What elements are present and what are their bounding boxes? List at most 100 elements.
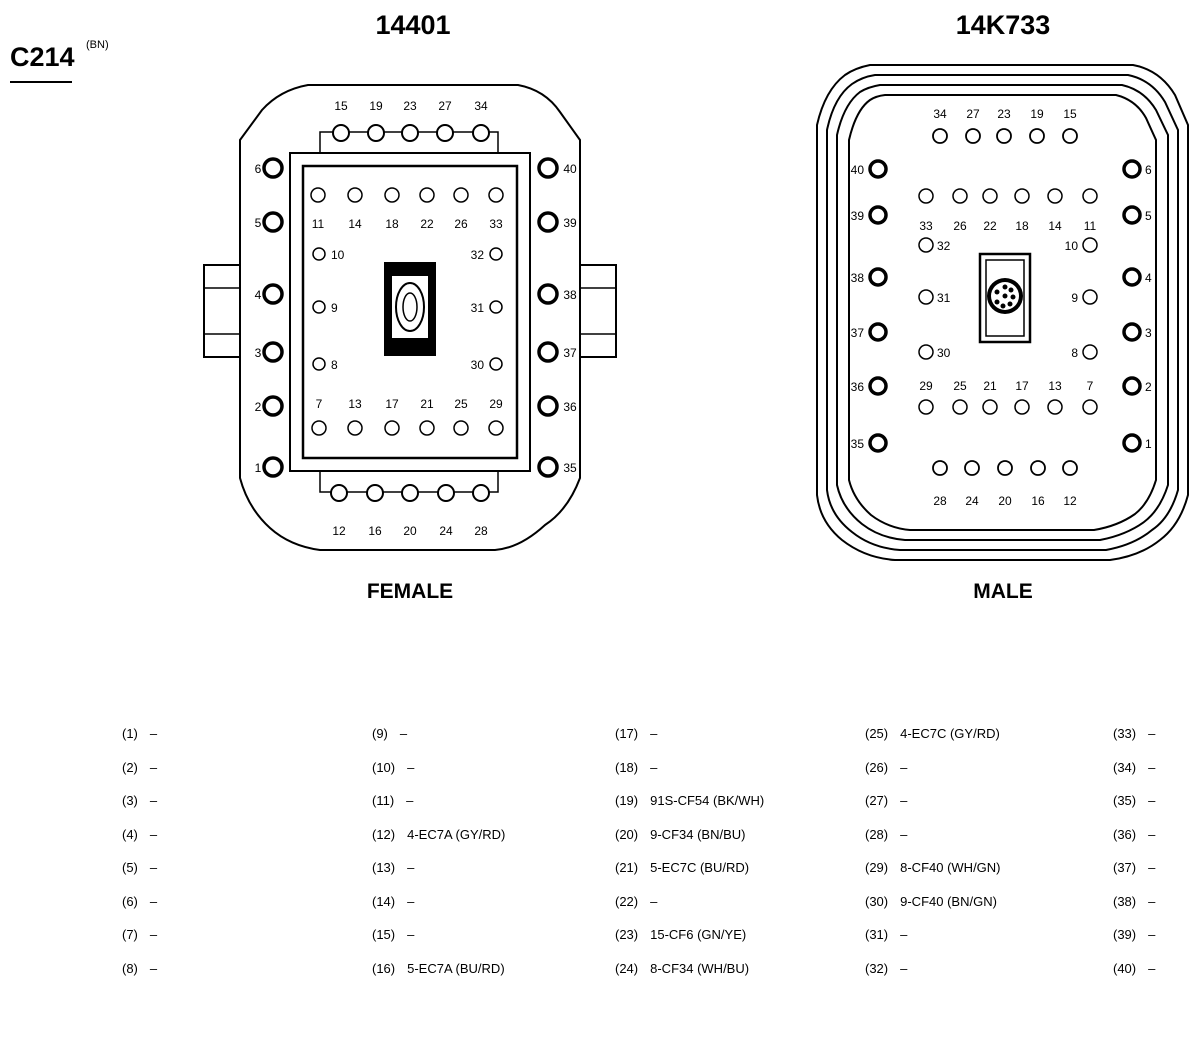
- pin-label: 10: [1065, 239, 1079, 253]
- pin-number: (12): [372, 827, 396, 842]
- pin-socket: [262, 456, 284, 478]
- female-part-number: 14401: [375, 10, 450, 40]
- pin-row: (14)–: [372, 893, 414, 911]
- pin-label: 34: [933, 107, 947, 121]
- pin-socket: [347, 420, 363, 436]
- pin-socket: [952, 188, 968, 204]
- pin-socket: [437, 484, 455, 502]
- pin-label: 7: [316, 397, 323, 411]
- pin-circuit: –: [149, 760, 158, 775]
- pin-label: 28: [474, 524, 488, 538]
- pin-socket: [453, 420, 469, 436]
- pin-circuit: 4-EC7A (GY/RD): [407, 827, 506, 842]
- pin-label: 17: [1015, 379, 1029, 393]
- pin-number: (26): [865, 760, 889, 775]
- pin-label: 17: [385, 397, 399, 411]
- pin-socket: [489, 357, 503, 371]
- pin-label: 33: [919, 219, 933, 233]
- pin-number: (6): [122, 894, 138, 909]
- pin-socket: [1122, 205, 1142, 225]
- pin-socket: [489, 300, 503, 314]
- pin-socket: [868, 322, 888, 342]
- pin-circuit: –: [149, 860, 158, 875]
- pin-row: (39)–: [1113, 926, 1155, 944]
- pin-row: (30)9-CF40 (BN/GN): [865, 893, 997, 911]
- pin-row: (36)–: [1113, 826, 1155, 844]
- pin-circuit: –: [900, 793, 908, 808]
- connector-color: (BN): [86, 39, 109, 51]
- pin-socket: [1122, 433, 1142, 453]
- pin-socket: [472, 484, 490, 502]
- pin-number: (4): [122, 827, 138, 842]
- pin-number: (7): [122, 927, 138, 942]
- pin-label: 40: [563, 162, 577, 176]
- pin-label: 19: [1030, 107, 1044, 121]
- pin-label: 35: [851, 437, 865, 451]
- pin-number: (2): [122, 760, 138, 775]
- pin-label: 26: [454, 217, 468, 231]
- pin-number: (3): [122, 793, 138, 808]
- pin-label: 36: [851, 380, 865, 394]
- pin-row: (34)–: [1113, 759, 1155, 777]
- pin-label: 9: [1071, 291, 1078, 305]
- pin-socket: [401, 484, 419, 502]
- pin-row: (13)–: [372, 859, 414, 877]
- pin-label: 5: [255, 216, 262, 230]
- pin-circuit: –: [1148, 894, 1156, 909]
- pin-label: 8: [1071, 346, 1078, 360]
- pin-socket: [1082, 399, 1098, 415]
- pin-socket: [262, 341, 284, 363]
- pin-socket: [1014, 188, 1030, 204]
- pin-row: (24)8-CF34 (WH/BU): [615, 960, 749, 978]
- pin-row: (37)–: [1113, 859, 1155, 877]
- pin-circuit: –: [407, 860, 415, 875]
- pin-row: (1)–: [122, 725, 157, 743]
- pin-number: (10): [372, 760, 396, 775]
- pin-socket: [932, 460, 948, 476]
- pin-circuit: 5-EC7A (BU/RD): [407, 961, 505, 976]
- pin-row: (21)5-EC7C (BU/RD): [615, 859, 749, 877]
- pin-socket: [366, 484, 384, 502]
- pin-label: 3: [255, 346, 262, 360]
- pin-circuit: –: [407, 927, 415, 942]
- pin-label: 21: [420, 397, 434, 411]
- pin-circuit: –: [407, 760, 415, 775]
- pin-label: 30: [471, 358, 485, 372]
- pin-socket: [1030, 460, 1046, 476]
- pin-circuit: –: [1148, 827, 1156, 842]
- pin-socket: [262, 157, 284, 179]
- pin-label: 6: [1145, 163, 1152, 177]
- pin-socket: [419, 420, 435, 436]
- pin-circuit: –: [900, 927, 908, 942]
- pin-socket: [1047, 188, 1063, 204]
- pin-row: (25)4-EC7C (GY/RD): [865, 725, 1000, 743]
- pin-circuit: –: [149, 827, 158, 842]
- pin-circuit: –: [650, 894, 658, 909]
- pin-row: (28)–: [865, 826, 907, 844]
- pin-label: 7: [1087, 379, 1094, 393]
- pin-number: (20): [615, 827, 639, 842]
- pin-number: (28): [865, 827, 889, 842]
- pin-label: 16: [368, 524, 382, 538]
- pin-row: (3)–: [122, 792, 157, 810]
- pin-label: 31: [471, 301, 485, 315]
- pin-socket: [489, 247, 503, 261]
- pin-circuit: –: [399, 726, 408, 741]
- pin-socket: [1122, 159, 1142, 179]
- pin-row: (23)15-CF6 (GN/YE): [615, 926, 746, 944]
- pin-socket: [453, 187, 469, 203]
- pin-socket: [419, 187, 435, 203]
- pin-number: (1): [122, 726, 138, 741]
- pin-label: 1: [255, 461, 262, 475]
- pin-socket: [1122, 267, 1142, 287]
- pin-row: (29)8-CF40 (WH/GN): [865, 859, 1001, 877]
- female-label: FEMALE: [367, 580, 453, 603]
- pin-label: 39: [851, 209, 865, 223]
- pin-number: (34): [1113, 760, 1137, 775]
- male-part-number: 14K733: [956, 10, 1051, 40]
- pin-label: 38: [851, 271, 865, 285]
- pin-label: 12: [1063, 494, 1077, 508]
- pin-number: (24): [615, 961, 639, 976]
- pin-socket: [1062, 128, 1078, 144]
